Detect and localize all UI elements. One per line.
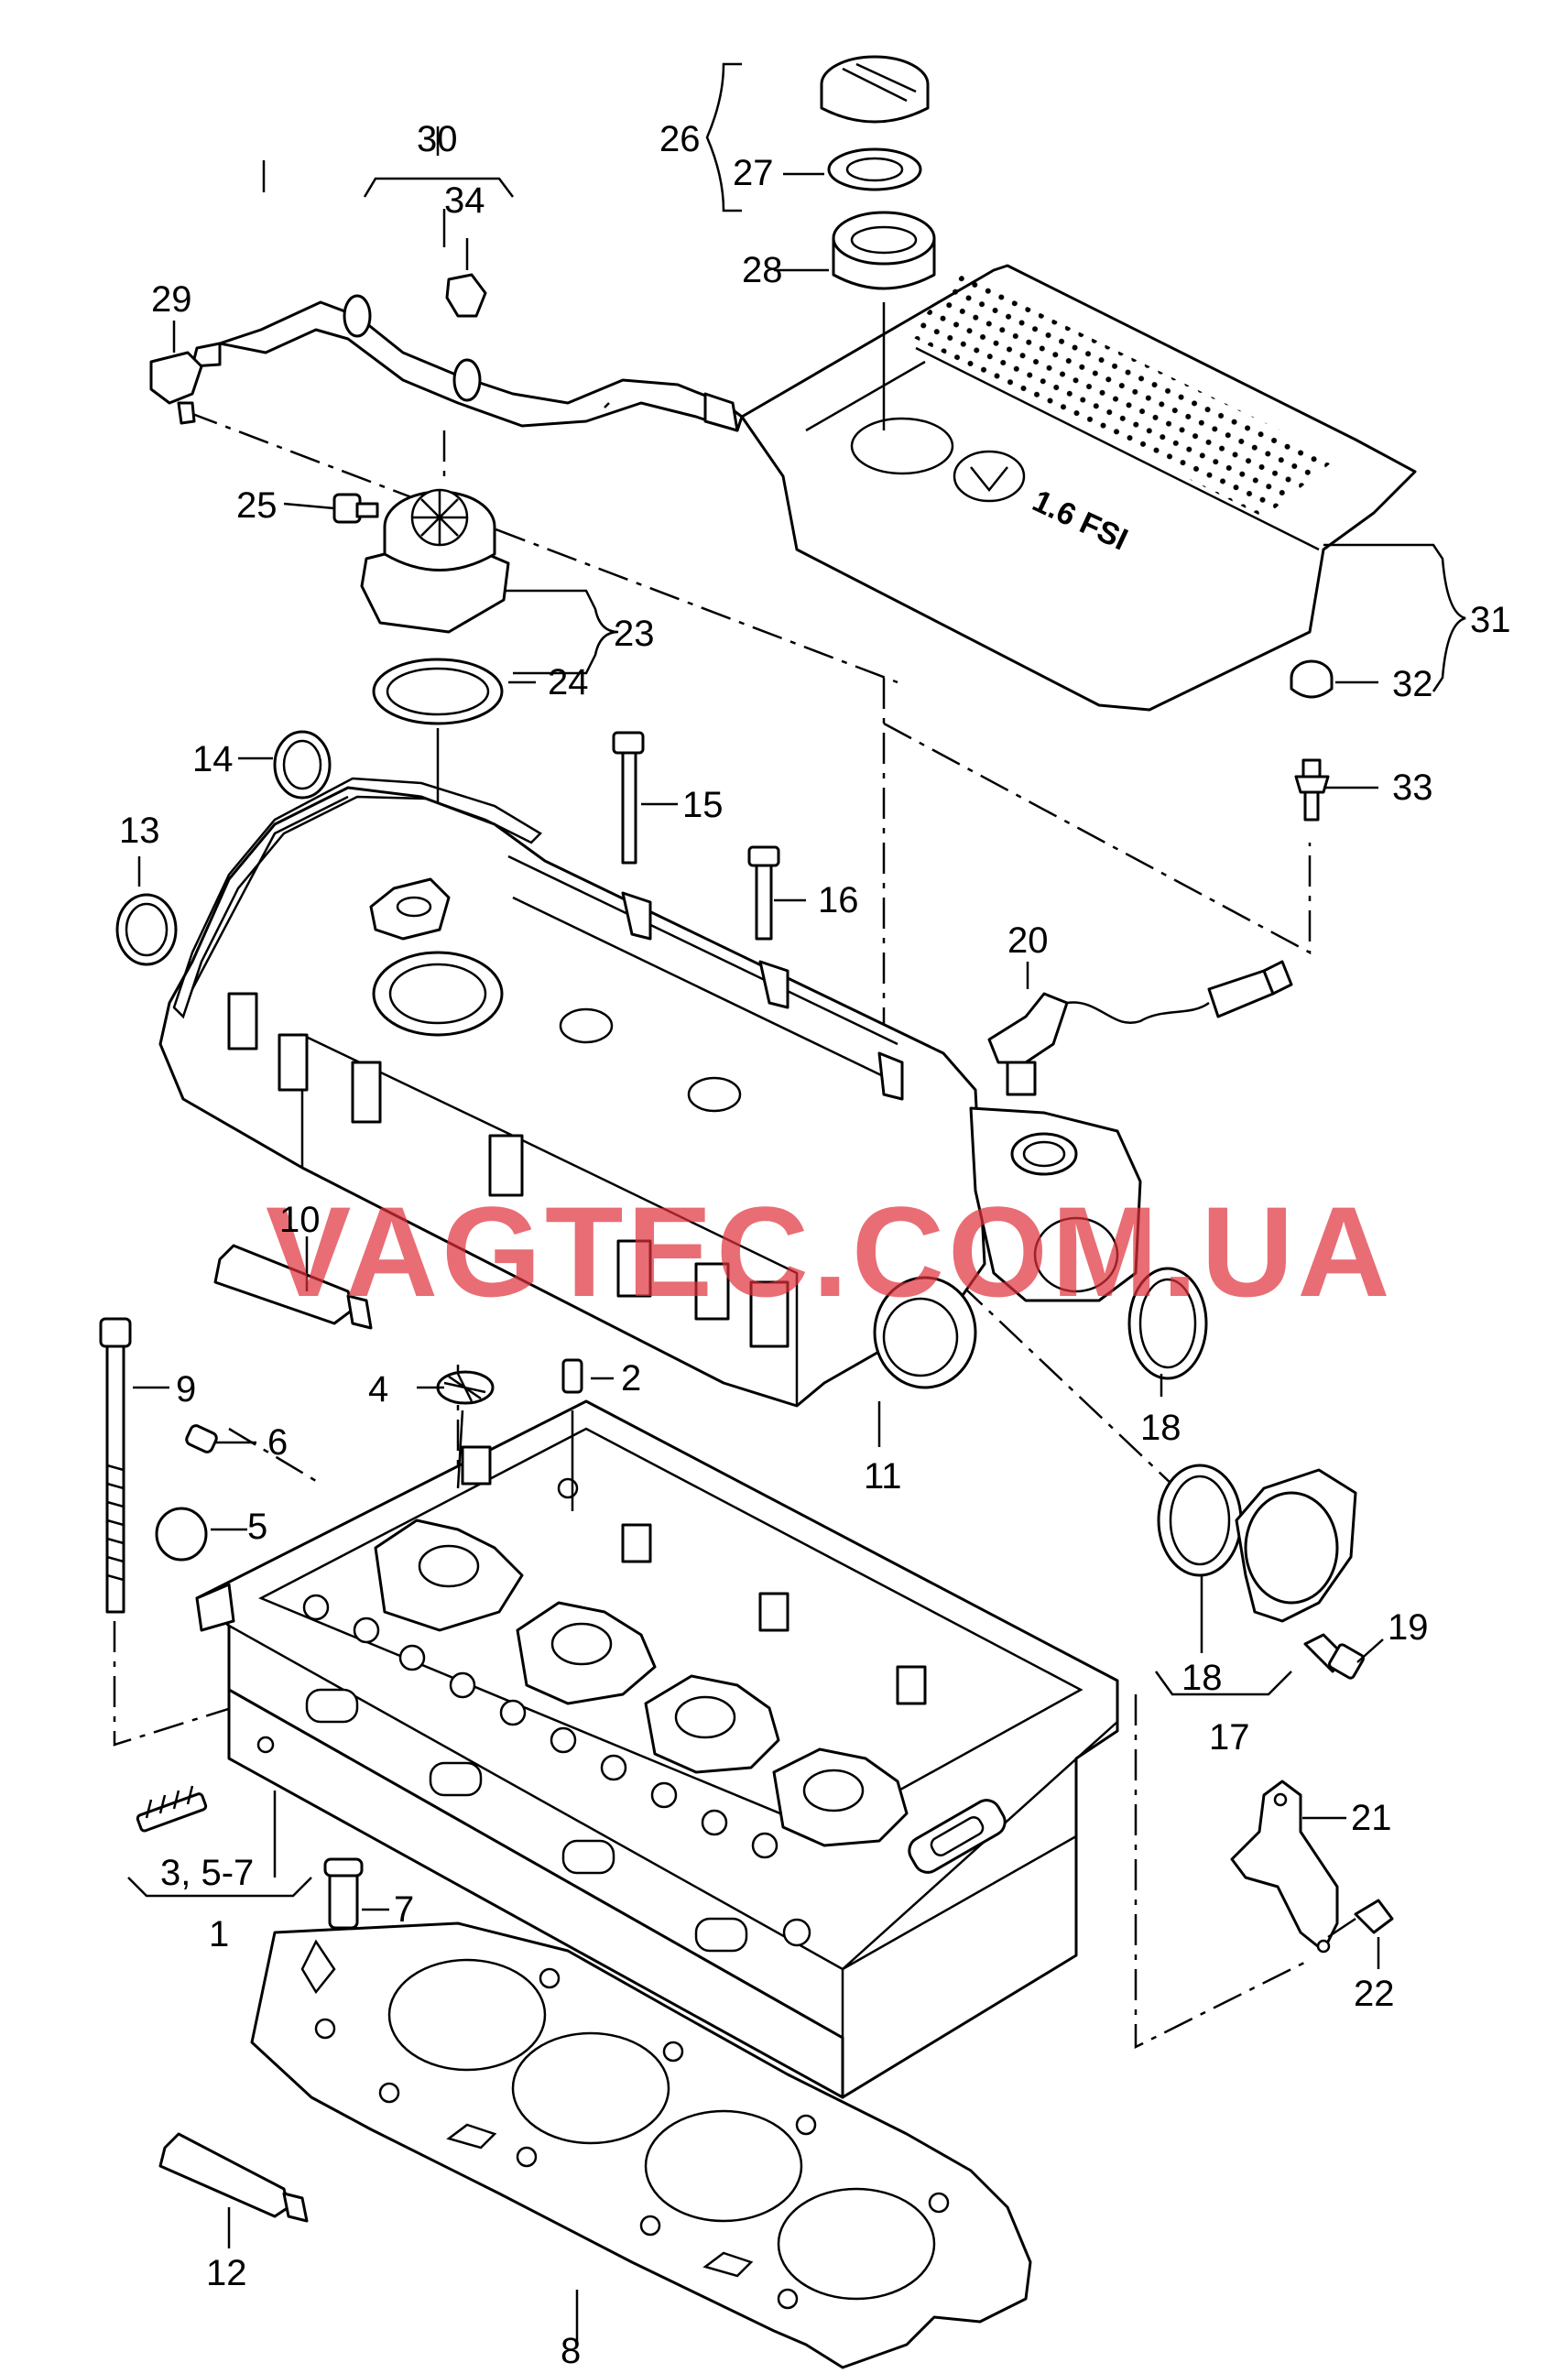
callout-28: 28: [742, 250, 783, 290]
callout-30: 30: [417, 119, 458, 159]
o-ring-seal[interactable]: [372, 658, 504, 725]
cylinder-head-cover[interactable]: [158, 777, 1142, 1408]
hose-clip[interactable]: [445, 273, 487, 318]
head-bolt-9[interactable]: [99, 1317, 132, 1614]
callout-20: 20: [1007, 920, 1049, 961]
callout-4: 4: [368, 1369, 388, 1410]
sleeve-6[interactable]: [185, 1424, 218, 1454]
breather-valve[interactable]: [149, 351, 203, 425]
callout-16: 16: [818, 880, 859, 920]
gasket-18-upper[interactable]: [1127, 1267, 1208, 1380]
callout-29: 29: [151, 279, 192, 320]
mounting-bracket[interactable]: [1230, 1780, 1339, 1954]
cylinder-head-gasket[interactable]: [250, 1921, 1032, 2369]
callout-34: 34: [444, 180, 485, 221]
stud-3[interactable]: [136, 1785, 208, 1833]
mounting-stud[interactable]: [1294, 758, 1330, 822]
engine-cover[interactable]: 1.6 FSI: [740, 264, 1417, 712]
group-braces: [127, 62, 1466, 1898]
callout-13: 13: [119, 811, 160, 851]
camshaft-position-sensor[interactable]: [987, 960, 1293, 1096]
callout-22: 22: [1354, 1974, 1395, 2014]
callout-18-lower: 18: [1181, 1658, 1223, 1698]
callout-23: 23: [614, 614, 655, 654]
dowel-pin-2[interactable]: [561, 1358, 583, 1394]
callout-14: 14: [192, 739, 234, 779]
callout-2: 2: [621, 1358, 641, 1399]
bolt-16[interactable]: [747, 845, 780, 941]
callout-5: 5: [247, 1507, 267, 1547]
oil-filler-cap[interactable]: [820, 55, 930, 124]
sealant-tube-12[interactable]: [158, 2132, 309, 2223]
callout-6: 6: [267, 1422, 288, 1463]
vw-logo-icon: [953, 450, 1026, 503]
callout-33: 33: [1392, 767, 1433, 808]
callout-17: 17: [1209, 1717, 1250, 1758]
callout-3-5-7: 3, 5-7: [160, 1853, 254, 1893]
callout-leaders: [133, 126, 1384, 2345]
oil-strainer-4[interactable]: [436, 1370, 495, 1405]
callout-labels: 1 2 3, 5-7 4 5 6 7 8 9 10 11 12 13 14 15…: [119, 119, 1511, 2371]
watermark-text: VAGTEC.COM.UA: [266, 1180, 1394, 1323]
oil-filler-seal[interactable]: [827, 147, 922, 191]
rubber-grommet[interactable]: [1290, 659, 1334, 699]
gasket-18-lower[interactable]: [1157, 1464, 1243, 1577]
callout-12: 12: [206, 2253, 247, 2293]
callout-19: 19: [1388, 1607, 1429, 1648]
callout-9: 9: [176, 1369, 196, 1410]
callout-8: 8: [561, 2331, 581, 2371]
callout-21: 21: [1351, 1798, 1392, 1838]
callout-24: 24: [548, 662, 589, 702]
pressure-regulating-valve[interactable]: [360, 488, 510, 634]
sealant-tube-10[interactable]: [213, 1244, 373, 1330]
oil-filler-neck[interactable]: [832, 211, 936, 290]
callout-1: 1: [209, 1914, 229, 1954]
bolt-15[interactable]: [612, 731, 645, 865]
alignment-lines: [113, 410, 1312, 2050]
breather-hose[interactable]: [191, 294, 744, 432]
callout-7: 7: [394, 1889, 414, 1930]
bolt-19[interactable]: [1303, 1633, 1366, 1680]
callout-27: 27: [733, 153, 774, 193]
callout-31: 31: [1470, 600, 1511, 640]
callout-11: 11: [864, 1456, 902, 1497]
bolt-22[interactable]: [1327, 1899, 1394, 1939]
vacuum-pump-cover[interactable]: [1235, 1468, 1357, 1623]
oil-seal-13[interactable]: [115, 893, 178, 966]
valve-screw[interactable]: [332, 493, 379, 524]
callout-10: 10: [279, 1200, 321, 1240]
oil-seal-14[interactable]: [273, 730, 332, 800]
callout-25: 25: [236, 485, 278, 526]
callout-32: 32: [1392, 664, 1433, 704]
plug-5[interactable]: [155, 1507, 208, 1562]
cylinder-head[interactable]: [195, 1399, 1119, 2099]
callout-18-upper: 18: [1140, 1408, 1181, 1448]
callout-15: 15: [682, 785, 724, 825]
callout-26: 26: [659, 119, 701, 159]
guide-bush-7[interactable]: [323, 1857, 364, 1930]
